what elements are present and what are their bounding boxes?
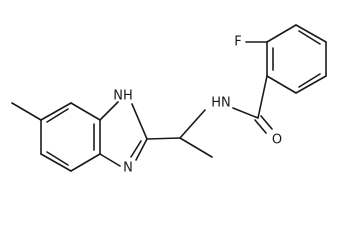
ring-n-label: N [123, 161, 133, 176]
ch-imidazole-bond [146, 137, 181, 140]
benzo-ring [40, 102, 101, 172]
ring-carbonyl-bond [257, 75, 268, 119]
n-ch-bond [179, 109, 206, 139]
amide-nh-label: HN [211, 96, 231, 111]
molecule-structure: F O HN NH N [11, 24, 327, 176]
carbonyl-double-bond-b [260, 115, 273, 130]
imidazole-ring [99, 101, 148, 167]
fluorine-label: F [234, 35, 241, 50]
oxygen-label: O [272, 133, 282, 148]
ch-methyl-bond [179, 137, 213, 158]
fluorobenzene-ring [266, 24, 327, 94]
aryl-methyl-bond [11, 102, 42, 121]
carbonyl-double-bond-a [254, 119, 267, 134]
ring-nh-label: NH [113, 89, 133, 104]
carbonyl-n-bond [232, 107, 259, 119]
